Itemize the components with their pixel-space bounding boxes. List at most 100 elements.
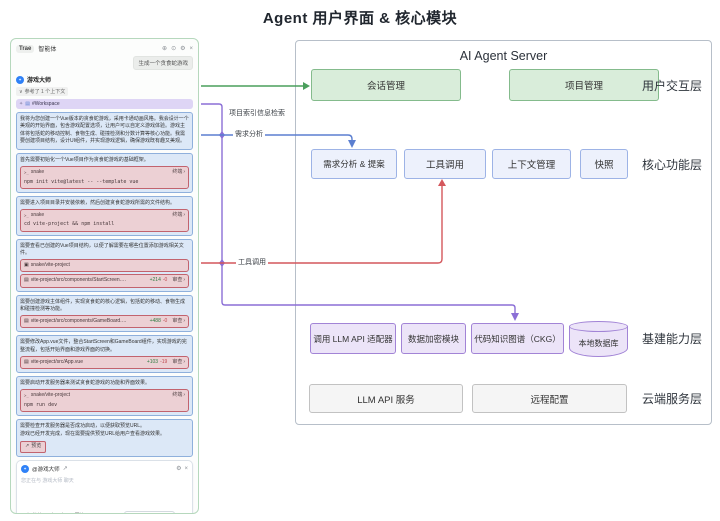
message-text: 需要进入项目目录并安装依赖，然后创建贪食蛇游戏所需的文件结构。 <box>20 199 176 206</box>
layer-label-core-function: 核心功能层 <box>641 158 702 172</box>
file-icon: ▤ <box>24 318 29 324</box>
message-text: 需要检查开发服务器是否成功启动，以便获取预览URL。 <box>20 422 146 429</box>
open-terminal-link[interactable]: 终端 › <box>172 392 185 399</box>
lines-removed: -0 <box>162 318 168 324</box>
image-tool-button[interactable]: ▦ 图片 <box>69 512 85 514</box>
suggestion-button[interactable]: 生成一个贪食蛇游戏 <box>133 56 193 70</box>
local-database-label: 本地数据库 <box>578 339 619 348</box>
folder-icon: ▣ <box>24 262 29 268</box>
terminal-title: snake/vite-project <box>30 392 71 399</box>
terminal-card[interactable]: >_ snake 终端 › cd vite-project && npm ins… <box>20 209 189 232</box>
agent-avatar: ✦ <box>21 464 29 473</box>
assistant-message: 需要查看已创建的Vue项目结构，以便了解需要在哪些位置添加游戏相关文件。 ▣ s… <box>16 238 193 292</box>
chevron-right-icon: › <box>183 277 185 284</box>
database-cylinder-top <box>569 321 628 332</box>
node-session-management: 会话管理 <box>311 69 461 101</box>
node-code-knowledge-graph: 代码知识图谱（CKG） <box>471 323 564 354</box>
layer-label-infrastructure: 基建能力层 <box>641 332 702 346</box>
terminal-card[interactable]: >_ snake/vite-project 终端 › npm run dev <box>20 389 189 412</box>
arrow-up-right-icon: ↗ <box>25 443 30 450</box>
context-tool-button[interactable]: # 上下文 <box>46 512 65 514</box>
workspace-label: #Workspace <box>31 101 60 107</box>
assistant-message: 需要启动开发服务器来测试贪食蛇游戏的功能和界面效果。 >_ snake/vite… <box>16 376 193 416</box>
terminal-command: npm run dev <box>24 401 58 408</box>
agent-name: 游戏大师 <box>27 78 52 84</box>
layer-label-user-interaction: 用户交互层 <box>641 79 702 93</box>
terminal-icon: >_ <box>24 392 29 398</box>
terminal-command: cd vite-project && npm install <box>24 221 115 228</box>
terminal-card[interactable]: >_ snake 终端 › npm init vite@latest -- --… <box>20 166 189 189</box>
review-link[interactable]: 审查 › <box>172 358 185 365</box>
node-local-database: 本地数据库 <box>569 321 628 358</box>
node-llm-api-service: LLM API 服务 <box>309 384 463 413</box>
agent-tool-button[interactable]: @ 智能体 <box>21 512 42 514</box>
lines-added: +214 <box>149 277 161 284</box>
send-icon[interactable] <box>179 512 188 513</box>
message-text: 需要启动开发服务器来测试贪食蛇游戏的功能和界面效果。 <box>20 380 151 386</box>
assistant-message: 需要创建游戏主体组件，实现贪食蛇的核心逻辑，包括蛇的移动、食物生成和碰撞检测等功… <box>16 294 193 333</box>
file-change-row[interactable]: ▤ vite-project/src/components/GameBoard.… <box>20 315 189 329</box>
lines-removed: -0 <box>162 277 168 284</box>
node-tool-invocation: 工具调用 <box>404 149 486 179</box>
assistant-message: 首先需要初始化一个Vue项目作为贪食蛇游戏的基础框架。 >_ snake 终端 … <box>16 153 193 193</box>
workspace-chip[interactable]: ✦ ▤ #Workspace <box>16 99 193 109</box>
open-terminal-link[interactable]: 终端 › <box>172 169 185 176</box>
settings-icon[interactable]: ⚙ <box>180 45 186 52</box>
message-text: 首先需要初始化一个Vue项目作为贪食蛇游戏的基础框架。 <box>20 157 149 163</box>
context-toggle-label: 参考了 1 个上下文 <box>24 89 66 95</box>
document-icon: ▤ <box>25 101 30 107</box>
tab-agent[interactable]: 智能体 <box>38 47 57 53</box>
terminal-icon: >_ <box>24 169 29 175</box>
message-text: 需要创建游戏主体组件，实现贪食蛇的核心逻辑，包括蛇的移动、食物生成和碰撞检测等功… <box>20 298 186 312</box>
server-title: AI Agent Server <box>459 49 548 63</box>
chevron-right-icon: › <box>183 318 185 324</box>
composer-close-icon[interactable]: × <box>184 465 188 472</box>
folder-row[interactable]: ▣ snake/vite-project <box>20 259 189 273</box>
node-project-management: 项目管理 <box>509 69 659 101</box>
node-llm-api-adapter: 调用 LLM API 适配器 <box>310 323 396 354</box>
model-selector[interactable]: ◈ Claude-3.7-Sonnet <box>123 510 175 514</box>
composer-mention[interactable]: @游戏大师 <box>32 466 60 473</box>
brand-logo: Trae <box>16 44 35 53</box>
chevron-right-icon: › <box>183 358 185 365</box>
preview-button[interactable]: ↗ 预览 <box>20 441 47 453</box>
expand-icon[interactable]: ↗ <box>62 465 68 472</box>
lines-removed: -19 <box>160 358 168 365</box>
close-icon[interactable]: × <box>189 45 193 52</box>
new-chat-icon[interactable]: ⊕ <box>162 45 168 52</box>
open-terminal-link[interactable]: 终端 › <box>172 212 185 218</box>
assistant-message: 需要修改App.vue文件，整合StartScreen和GameBoard组件，… <box>16 335 193 373</box>
node-data-encryption: 数据加密模块 <box>401 323 466 354</box>
terminal-title: snake <box>30 169 45 176</box>
message-text: 需要修改App.vue文件，整合StartScreen和GameBoard组件，… <box>20 339 187 353</box>
file-path: vite-project/src/components/GameBoard.vu… <box>30 318 127 324</box>
assistant-message: 我将为您创建一个Vue版本的贪食蛇游戏，采用卡通动画风格。我会设计一个美观的开始… <box>16 112 193 150</box>
model-icon: ◈ <box>128 513 131 514</box>
review-link[interactable]: 审查 › <box>172 277 185 284</box>
composer-settings-icon[interactable]: ⚙ <box>176 465 182 472</box>
file-path: vite-project/src/components/StartScreen.… <box>30 277 127 284</box>
review-link[interactable]: 审查 › <box>172 318 185 324</box>
context-toggle[interactable]: ∨ 参考了 1 个上下文 <box>16 87 69 96</box>
message-text: 游戏已经开发完成，现在需要提供预览URL给用户查看游戏效果。 <box>20 431 166 437</box>
file-icon: ▤ <box>24 277 29 284</box>
hash-icon: # <box>46 513 49 514</box>
node-context-management: 上下文管理 <box>492 149 571 179</box>
agent-identity-row: ✦ 游戏大师 <box>16 75 193 84</box>
assistant-message: 需要进入项目目录并安装依赖，然后创建贪食蛇游戏所需的文件结构。 >_ snake… <box>16 195 193 236</box>
architecture-diagram: AI Agent Server 会话管理 项目管理 用户交互层 需求分析 & 提… <box>295 40 712 425</box>
image-icon: ▦ <box>69 513 74 514</box>
chevron-down-icon: ∨ <box>19 88 23 95</box>
message-text: 我将为您创建一个Vue版本的贪食蛇游戏，采用卡通动画风格。我会设计一个美观的开始… <box>20 116 189 144</box>
layer-label-cloud-service: 云端服务层 <box>641 392 702 406</box>
message-input[interactable]: 您正在与 游戏大师 聊天 <box>21 477 74 484</box>
node-snapshot: 快照 <box>580 149 628 179</box>
folder-path: snake/vite-project <box>30 262 70 268</box>
flow-junction-marker <box>219 131 225 139</box>
history-icon[interactable]: ⊙ <box>171 45 177 52</box>
node-requirement-analysis: 需求分析 & 提案 <box>311 149 397 179</box>
file-change-row[interactable]: ▤ vite-project/src/App.vue +103 -19 审查 › <box>20 355 189 369</box>
flow-label-requirement-analysis: 需求分析 <box>233 131 265 140</box>
composer: ✦ @游戏大师 ↗ ⚙ × 您正在与 游戏大师 聊天 @ 智能体 # 上下文 ▦ <box>16 459 193 514</box>
file-change-row[interactable]: ▤ vite-project/src/components/StartScree… <box>20 274 189 288</box>
